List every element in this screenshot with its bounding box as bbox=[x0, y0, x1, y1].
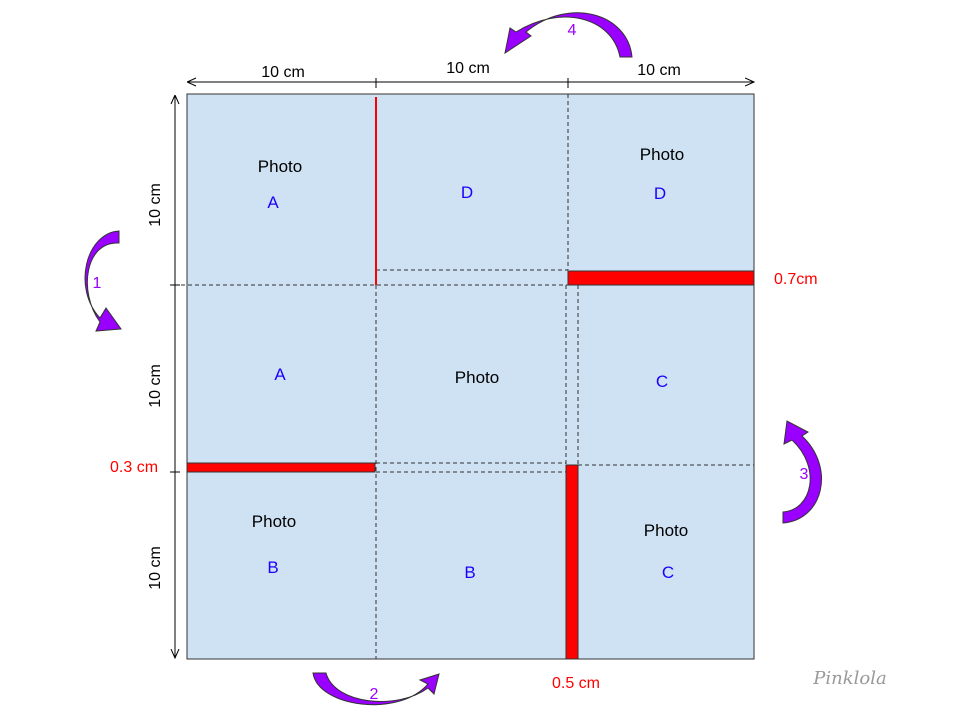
strip-left bbox=[186, 462, 376, 473]
rotate-arrow-3-icon bbox=[782, 420, 822, 524]
left-dim-label-3: 10 cm bbox=[147, 546, 164, 590]
top-dim-label-3: 10 cm bbox=[637, 62, 681, 79]
cell-r1c1-letter: A bbox=[267, 193, 279, 212]
rotate-arrow-4-icon bbox=[504, 12, 633, 58]
cell-r3c3-title: Photo bbox=[644, 521, 688, 540]
cell-r1c3-title: Photo bbox=[640, 145, 684, 164]
paper-panel bbox=[186, 93, 755, 660]
measure-left-label: 0.3 cm bbox=[110, 459, 158, 476]
top-dimension bbox=[188, 78, 754, 88]
arrow-2-label: 2 bbox=[370, 686, 379, 703]
cell-r3c1-letter: B bbox=[267, 558, 278, 577]
cell-r2c3-letter: C bbox=[656, 372, 668, 391]
rotate-arrow-1-icon bbox=[84, 230, 122, 332]
left-dim-label-1: 10 cm bbox=[147, 183, 164, 227]
rotate-arrow-2-icon bbox=[312, 672, 440, 706]
top-dim-label-2: 10 cm bbox=[446, 60, 490, 77]
left-dim-label-2: 10 cm bbox=[147, 364, 164, 408]
cell-r1c2-letter: D bbox=[461, 183, 473, 202]
measure-bottom-label: 0.5 cm bbox=[552, 675, 600, 692]
strip-right bbox=[567, 270, 755, 286]
strip-bottom bbox=[565, 464, 579, 660]
top-dim-label-1: 10 cm bbox=[261, 64, 305, 81]
cell-r1c1-title: Photo bbox=[258, 157, 302, 176]
cell-r3c3-letter: C bbox=[662, 563, 674, 582]
measure-right-label: 0.7cm bbox=[774, 271, 818, 288]
arrow-4-label: 4 bbox=[568, 22, 577, 39]
cell-r3c2-letter: B bbox=[464, 563, 475, 582]
cell-r2c2-title: Photo bbox=[455, 368, 499, 387]
arrow-3-label: 3 bbox=[800, 466, 809, 483]
cell-r2c1-letter: A bbox=[274, 365, 286, 384]
arrow-1-label: 1 bbox=[93, 275, 102, 292]
signature: Pinklola bbox=[812, 668, 886, 689]
left-dimension bbox=[170, 96, 180, 658]
cell-r3c1-title: Photo bbox=[252, 512, 296, 531]
cell-r1c3-letter: D bbox=[654, 184, 666, 203]
